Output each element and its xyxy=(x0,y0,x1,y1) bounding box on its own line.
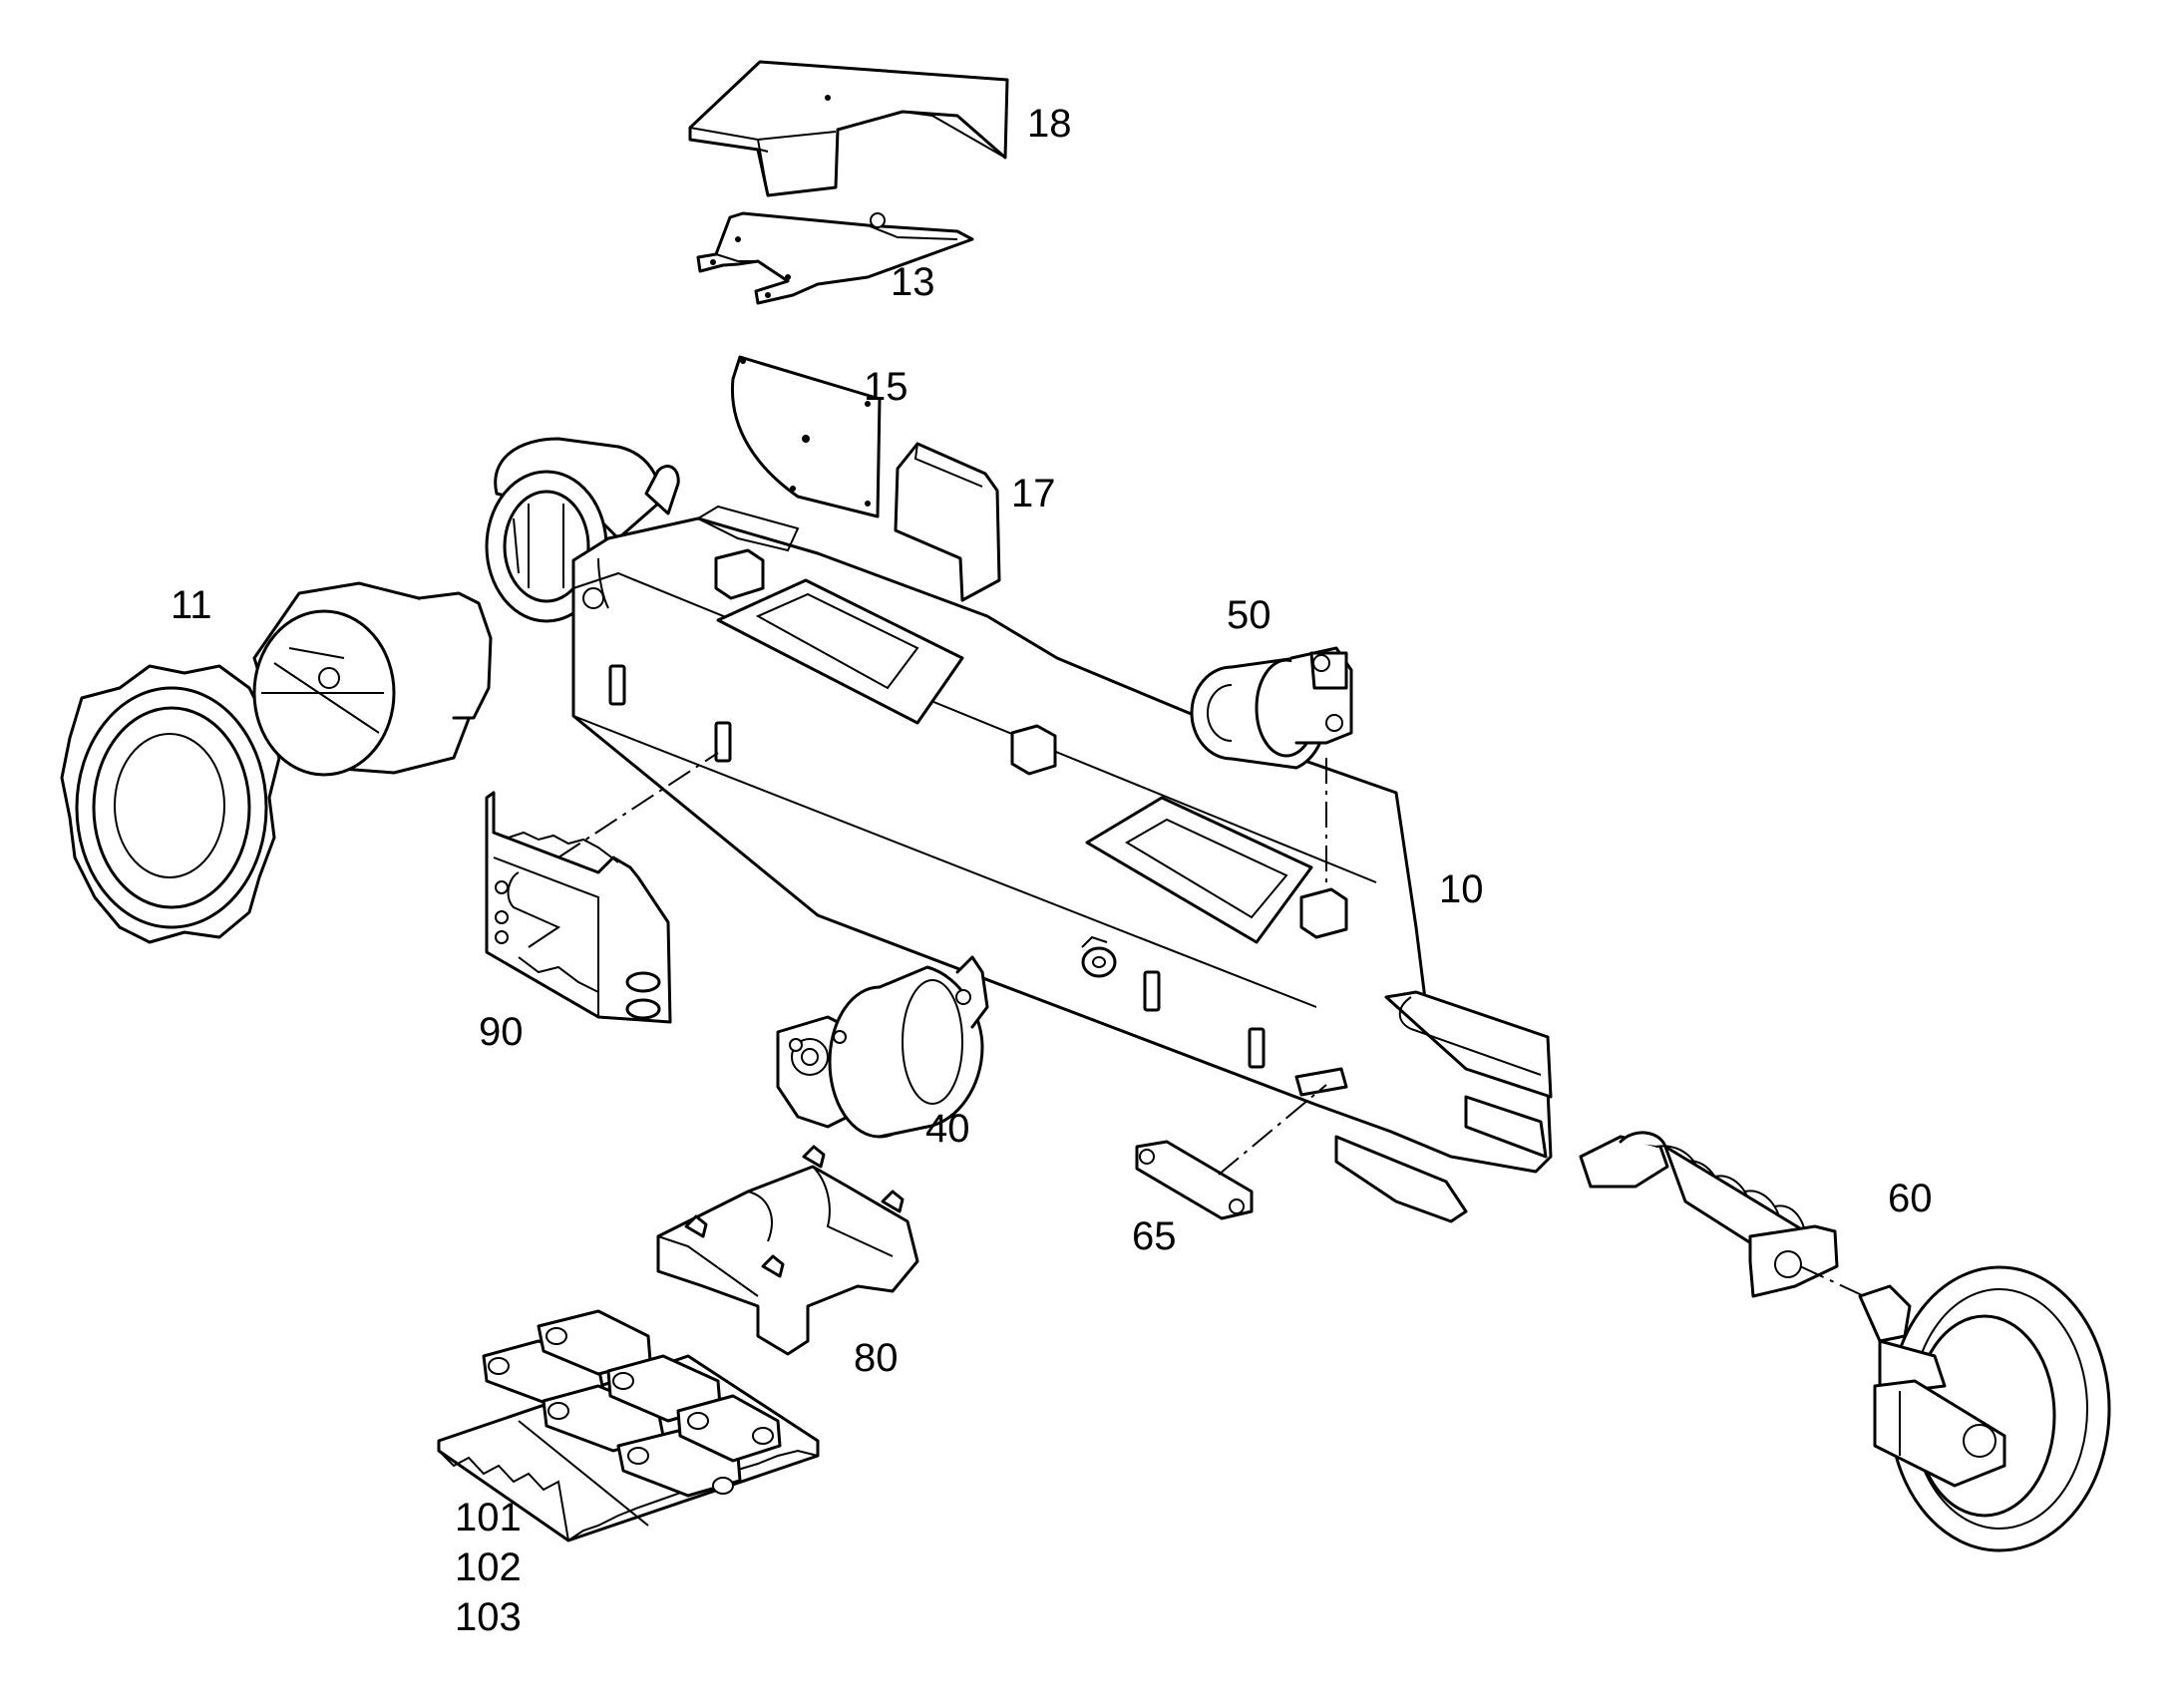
callout-102: 102 xyxy=(455,1545,522,1589)
callout-65: 65 xyxy=(1132,1214,1177,1258)
main-frame-part[interactable] xyxy=(485,437,1553,1223)
callout-10: 10 xyxy=(1439,867,1484,911)
plate-part[interactable] xyxy=(894,442,1001,602)
callout-60: 60 xyxy=(1888,1177,1933,1220)
track-chain-part[interactable] xyxy=(437,1309,820,1542)
callout-13: 13 xyxy=(891,260,935,304)
cover-part[interactable] xyxy=(1135,1084,1327,1220)
callout-90: 90 xyxy=(479,1010,524,1054)
callout-40: 40 xyxy=(925,1107,970,1151)
callout-50: 50 xyxy=(1227,593,1272,637)
drive-sprocket-part[interactable] xyxy=(60,581,493,944)
callout-18: 18 xyxy=(1027,102,1072,146)
callout-17: 17 xyxy=(1011,472,1056,515)
idler-part[interactable] xyxy=(1579,1131,2111,1552)
top-cover-part[interactable] xyxy=(688,60,1009,197)
roller-guard-part[interactable] xyxy=(656,1145,919,1356)
cover-plate-part[interactable] xyxy=(730,355,882,518)
callout-101: 101 xyxy=(455,1496,522,1539)
callout-80: 80 xyxy=(854,1336,899,1380)
track-roller-part[interactable] xyxy=(776,955,989,1139)
callout-103: 103 xyxy=(455,1595,522,1639)
bracket-part[interactable] xyxy=(696,211,974,305)
callout-11: 11 xyxy=(171,583,212,627)
carrier-roller-part[interactable] xyxy=(1190,646,1353,887)
track-guide-part[interactable] xyxy=(485,752,719,1024)
callout-15: 15 xyxy=(864,365,908,409)
